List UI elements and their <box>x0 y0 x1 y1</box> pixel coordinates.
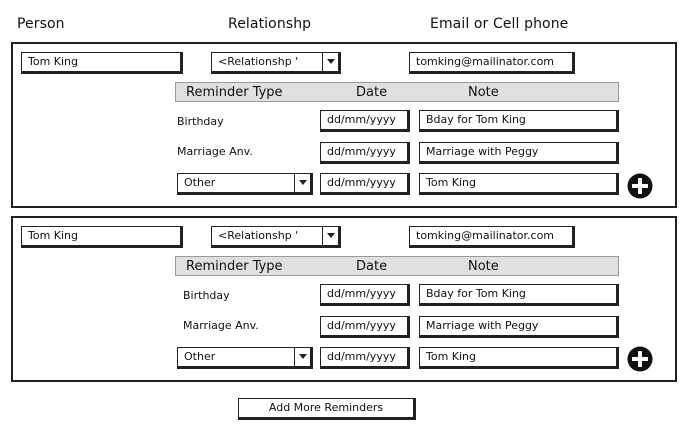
contact-input[interactable]: tomking@mailinator.com <box>409 226 575 248</box>
reminder-note-input[interactable]: Tom King <box>419 347 619 369</box>
reminder-date-input[interactable]: dd/mm/yyyy <box>320 316 410 338</box>
reminder-date-input[interactable]: dd/mm/yyyy <box>320 284 410 306</box>
relationship-select[interactable]: <Relationshp ' <box>211 226 341 248</box>
chevron-down-icon[interactable] <box>294 348 310 366</box>
reminder-type-label: Birthday <box>177 115 224 128</box>
chevron-down-icon[interactable] <box>322 227 338 245</box>
reminder-note-input[interactable]: Bday for Tom King <box>419 284 619 306</box>
date-header: Date <box>356 259 388 274</box>
reminder-date-input[interactable]: dd/mm/yyyy <box>320 173 410 195</box>
reminder-note-input[interactable]: Bday for Tom King <box>419 110 619 132</box>
reminder-table-header: Reminder Type Date Note <box>175 82 619 102</box>
reminder-table-header: Reminder Type Date Note <box>175 256 619 276</box>
reminder-type-header: Reminder Type <box>186 259 283 274</box>
note-header: Note <box>468 259 499 274</box>
reminder-date-input[interactable]: dd/mm/yyyy <box>320 142 410 164</box>
relationship-select-value: <Relationshp ' <box>218 229 299 242</box>
reminder-note-input[interactable]: Marriage with Peggy <box>419 142 619 164</box>
contact-card-2: Tom King <Relationshp ' tomking@mailinat… <box>11 216 677 382</box>
reminder-note-input[interactable]: Marriage with Peggy <box>419 316 619 338</box>
contact-input[interactable]: tomking@mailinator.com <box>409 52 575 74</box>
reminder-type-select[interactable]: Other <box>177 347 313 369</box>
add-more-reminders-button[interactable]: Add More Reminders <box>238 398 416 420</box>
chevron-down-icon[interactable] <box>322 53 338 71</box>
reminder-type-select-value: Other <box>184 176 216 189</box>
reminder-date-input[interactable]: dd/mm/yyyy <box>320 347 410 369</box>
relationship-select-value: <Relationshp ' <box>218 55 299 68</box>
note-header: Note <box>468 85 499 100</box>
reminder-type-label: Birthday <box>183 289 230 302</box>
reminder-type-header: Reminder Type <box>186 85 283 100</box>
relationship-select[interactable]: <Relationshp ' <box>211 52 341 74</box>
contact-column-header: Email or Cell phone <box>430 16 569 32</box>
reminder-type-label: Marriage Anv. <box>177 145 253 158</box>
date-header: Date <box>356 85 388 100</box>
reminder-type-select[interactable]: Other <box>177 173 313 195</box>
contact-card-1: Tom King <Relationshp ' tomking@mailinat… <box>11 42 677 208</box>
relationship-column-header: Relationshp <box>228 16 312 32</box>
chevron-down-icon[interactable] <box>294 174 310 192</box>
person-input[interactable]: Tom King <box>21 52 183 74</box>
reminder-type-label: Marriage Anv. <box>183 319 259 332</box>
plus-circle-icon[interactable] <box>627 173 653 199</box>
reminder-note-input[interactable]: Tom King <box>419 173 619 195</box>
reminder-date-input[interactable]: dd/mm/yyyy <box>320 110 410 132</box>
plus-circle-icon[interactable] <box>627 346 653 372</box>
reminder-type-select-value: Other <box>184 350 216 363</box>
person-input[interactable]: Tom King <box>21 226 183 248</box>
person-column-header: Person <box>17 16 65 32</box>
